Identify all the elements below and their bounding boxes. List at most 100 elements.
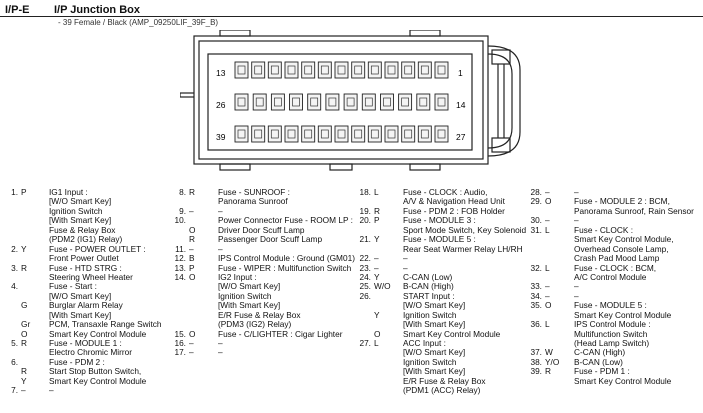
pin-terminal (320, 129, 329, 139)
pin-desc: Driver Door Scuff Lamp (218, 224, 305, 235)
pin-desc: – (218, 205, 223, 216)
pin-desc: – (574, 187, 579, 197)
pin-pin: 36. (530, 319, 542, 330)
pin-cavity (284, 61, 299, 79)
pin-cavity (251, 61, 266, 79)
pin-desc: Panorama Sunroof, Rain Sensor (574, 205, 694, 216)
pin-wire: – (189, 205, 194, 216)
pin-wire: Y (374, 271, 380, 282)
diagram-title: I/P Junction Box (54, 4, 140, 16)
pin-terminal (370, 129, 379, 139)
pin-pin: 30. (530, 215, 542, 226)
pin-desc: E/R Fuse & Relay Box (403, 375, 486, 386)
pin-cavity (234, 93, 249, 111)
pin-cavity (367, 125, 382, 143)
pin-terminal (274, 97, 282, 107)
pin-desc: Smart Key Control Module, (574, 234, 674, 245)
pin-desc: IPS Control Module : Ground (GM01) (218, 253, 355, 264)
pin-cavity (361, 93, 376, 111)
pin-desc: Fuse - MODULE 1 : (49, 338, 122, 348)
pin-desc: – (574, 290, 579, 301)
pin-desc: Fuse & Relay Box (49, 224, 116, 235)
pin-pin: 15. (174, 328, 186, 339)
pin-wire: O (545, 196, 552, 207)
pin-desc: START Input : (403, 290, 455, 301)
pin-desc: [With Smart Key] (49, 215, 112, 226)
pin-desc: Ignition Switch (403, 356, 457, 367)
pin-desc: Fuse - POWER OUTLET : (49, 243, 146, 254)
pin-terminal (254, 65, 263, 75)
pin-terminal (287, 129, 296, 139)
pin-label-14: 14 (456, 100, 466, 110)
pin-terminal (254, 129, 263, 139)
pin-cavity (367, 61, 382, 79)
pin-desc: [With Smart Key] (49, 309, 112, 320)
pin-desc: Fuse - MODULE 5 : (403, 234, 476, 245)
pin-pin: 5. (11, 338, 18, 348)
pin-terminal (304, 65, 313, 75)
pin-label-27: 27 (456, 132, 466, 142)
pin-label-13: 13 (216, 68, 226, 78)
pin-wire: Gr (21, 319, 31, 330)
pin-wire: – (21, 385, 26, 396)
pin-desc: Rear Seat Warmer Relay LH/RH (403, 243, 523, 254)
pin-cavity (317, 61, 332, 79)
pin-wire: R (545, 366, 551, 377)
pin-terminal (404, 65, 413, 75)
pin-cavity (343, 93, 358, 111)
pin-wire: O (189, 224, 196, 235)
pin-cavity (434, 125, 449, 143)
pin-desc: B-CAN (Low) (574, 356, 623, 367)
connector-housing (180, 30, 521, 171)
pin-pin: 19. (359, 205, 371, 216)
pin-wire: – (189, 338, 194, 348)
pin-terminal (346, 97, 355, 107)
pin-wire: Y (374, 309, 380, 320)
pin-desc: – (218, 338, 223, 348)
pin-wire: – (189, 243, 194, 254)
pin-desc: Fuse - MODULE 2 : BCM, (574, 196, 670, 207)
pin-terminal (370, 65, 379, 75)
pin-cavity (234, 61, 249, 79)
pin-pin: 39. (530, 366, 542, 377)
pin-desc: Fuse - SUNROOF : (218, 187, 290, 197)
pin-pin: 21. (359, 234, 371, 245)
pin-wire: O (21, 328, 28, 339)
pin-desc: [With Smart Key] (403, 366, 466, 377)
pin-cavity (384, 125, 399, 143)
pin-terminal (401, 97, 409, 107)
pin-wire: P (21, 187, 27, 197)
pin-desc: Smart Key Control Module (49, 328, 147, 339)
pin-terminal (237, 65, 246, 75)
pin-pin: 16. (174, 338, 186, 348)
pin-wire: Y (21, 243, 27, 254)
pin-desc: Ignition Switch (218, 290, 272, 301)
pin-label-26: 26 (216, 100, 226, 110)
pin-cavity (380, 93, 394, 111)
pin-desc: [W/O Smart Key] (218, 281, 281, 292)
pin-desc: E/R Fuse & Relay Box (218, 309, 301, 320)
pin-cavity (301, 61, 316, 79)
pin-wire: W/O (374, 281, 391, 292)
pin-pin: 31. (530, 224, 542, 235)
pin-pin: 6. (11, 356, 18, 367)
pin-wire: L (545, 224, 550, 235)
pin-desc: Passenger Door Scuff Lamp (218, 234, 323, 245)
pin-terminal (328, 97, 337, 107)
connector-diagram: 13 1 26 14 39 27 (180, 30, 521, 171)
pin-desc: – (574, 281, 579, 292)
pin-desc: Crash Pad Mood Lamp (574, 253, 660, 264)
pin-wire: Y (21, 375, 27, 386)
pin-pin: 22. (359, 253, 371, 264)
pin-pin: 10. (174, 215, 186, 226)
pin-terminal (437, 65, 446, 75)
pin-desc: Ignition Switch (49, 205, 103, 216)
pin-pin: 8. (179, 187, 186, 197)
pin-pin: 28. (530, 187, 542, 197)
pin-desc: Fuse - PDM 2 : FOB Holder (403, 205, 505, 216)
pin-desc: Smart Key Control Module (49, 375, 147, 386)
pin-desc: – (403, 262, 408, 273)
pin-wire: R (21, 366, 27, 377)
pin-wire: Y/O (545, 356, 560, 367)
pin-terminal (270, 129, 279, 139)
